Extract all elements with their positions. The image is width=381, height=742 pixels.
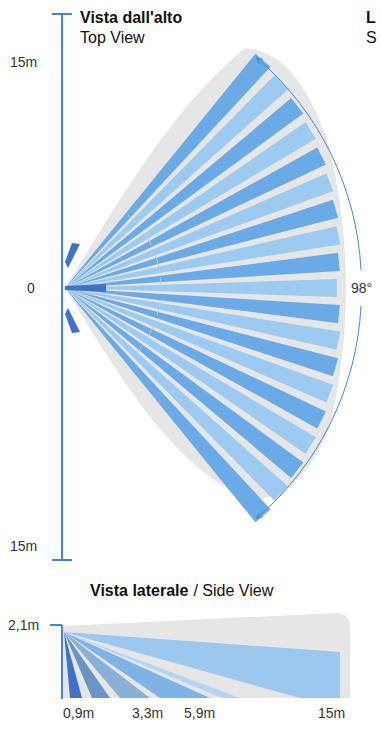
beam — [65, 279, 337, 297]
beam — [65, 288, 288, 501]
center-beam — [65, 284, 106, 292]
side-beams — [64, 632, 340, 698]
beam — [65, 98, 303, 288]
beam — [65, 226, 340, 288]
sensor-lobe — [65, 308, 80, 333]
range-arc — [128, 215, 161, 361]
dimension-label: 0 — [27, 280, 35, 296]
dimension-label: 2,1m — [8, 617, 39, 633]
side-coverage-area — [62, 613, 350, 698]
beam — [65, 288, 271, 522]
view-heading: Vista dall'alto — [80, 9, 182, 27]
beam — [65, 288, 303, 478]
angle-arrow — [257, 306, 361, 518]
coverage-area — [65, 48, 346, 500]
dimension-label: 15m — [318, 705, 345, 721]
view-heading: Top View — [80, 29, 145, 47]
detection-beams — [65, 54, 340, 523]
dimension-label: 15m — [10, 538, 37, 554]
angle-label: 98° — [350, 280, 373, 296]
view-heading: Vista laterale — [90, 582, 188, 600]
view-heading: L — [366, 9, 376, 27]
distance-axis — [52, 14, 72, 560]
view-heading: / Side View — [193, 582, 273, 600]
height-axis — [50, 625, 62, 699]
beam — [65, 288, 333, 403]
dimension-label: 0,9m — [63, 705, 94, 721]
sensor-lobe — [65, 243, 80, 268]
dimension-label: 15m — [10, 54, 37, 70]
angle-arrow — [257, 58, 361, 270]
dimension-label: 3,3m — [132, 705, 163, 721]
dimension-label: 5,9m — [184, 705, 215, 721]
view-heading: S — [366, 29, 377, 47]
